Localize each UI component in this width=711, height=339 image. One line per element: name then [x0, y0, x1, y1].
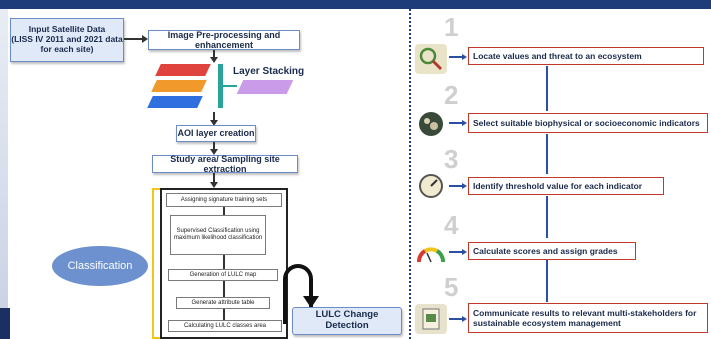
stacked-layer-result — [236, 80, 294, 94]
top-bar — [0, 0, 711, 9]
arrow-line — [213, 50, 215, 58]
layer-orange — [151, 80, 207, 92]
arrow-head — [462, 316, 467, 322]
arrow-head — [210, 120, 218, 126]
connector-4 — [546, 260, 548, 302]
item-box-4: Calculate scores and assign grades — [468, 242, 636, 260]
arrow-head — [210, 182, 218, 188]
arrow-head — [210, 57, 218, 63]
arrow-line — [213, 173, 215, 183]
step-attribute-table: Generate attribute table — [176, 297, 270, 309]
classification-bracket — [152, 188, 160, 339]
layer-blue — [147, 96, 203, 108]
preprocess-box: Image Pre-processing and enhancement — [148, 30, 300, 50]
curved-arrow — [283, 264, 313, 324]
item-box-3: Identify threshold value for each indica… — [468, 177, 664, 195]
item-box-1: Locate values and threat to an ecosystem — [468, 47, 704, 65]
step-number-2: 2 — [444, 80, 459, 110]
arrow-line — [213, 112, 215, 122]
arrow-head — [462, 54, 467, 60]
arrow-line — [223, 255, 225, 269]
document-icon — [415, 304, 447, 334]
arrow-head — [462, 183, 467, 189]
arrow-input-to-preprocess — [124, 38, 144, 40]
globe-icon — [415, 108, 447, 140]
item-box-5: Communicate results to relevant multi-st… — [468, 303, 708, 333]
step-calc-area: Calculating LULC classes area — [168, 320, 282, 332]
magnifier-icon — [415, 44, 447, 74]
step-number-5: 5 — [444, 272, 459, 302]
step-number-3: 3 — [444, 144, 459, 174]
item-arrow — [449, 56, 463, 58]
curved-arrow-head — [303, 296, 319, 308]
gauge-icon — [415, 170, 447, 202]
arrow-head — [462, 120, 467, 126]
layer-stack-graphic — [147, 60, 220, 118]
arrow-head — [462, 249, 467, 255]
step-number-1: 1 — [444, 12, 459, 42]
aoi-box: AOI layer creation — [176, 125, 256, 142]
item-box-2: Select suitable biophysical or socioecon… — [468, 113, 708, 133]
item-arrow — [449, 251, 463, 253]
connector-3 — [546, 196, 548, 238]
layer-red — [155, 64, 211, 76]
arrow-head — [210, 149, 218, 155]
item-arrow — [449, 185, 463, 187]
meter-icon — [415, 240, 447, 268]
step-number-4: 4 — [444, 210, 459, 240]
item-arrow — [449, 318, 463, 320]
step-supervised: Supervised Classification using maximum … — [170, 215, 266, 255]
connector-1 — [546, 66, 548, 111]
layer-stacking-label: Layer Stacking — [233, 66, 305, 77]
input-data-box: Input Satellite Data (LISS IV 2011 and 2… — [10, 18, 124, 62]
item-arrow — [449, 122, 463, 124]
step-signature: Assigning signature training sets — [166, 193, 282, 207]
corner-decoration — [0, 308, 10, 339]
classification-ellipse: Classification — [52, 246, 148, 286]
stack-arrow — [223, 85, 237, 87]
arrow-line — [213, 142, 215, 150]
arrow-line — [223, 207, 225, 215]
left-strip — [0, 9, 8, 339]
connector-2 — [546, 134, 548, 174]
arrow-line — [223, 281, 225, 297]
change-detection-box: LULC Change Detection — [292, 307, 402, 335]
study-area-box: Study area/ Sampling site extraction — [152, 154, 298, 174]
arrow-line — [223, 309, 225, 321]
arrow-head — [142, 35, 148, 43]
stack-bracket — [218, 64, 223, 108]
step-lulc-map: Generation of LULC map — [168, 269, 278, 281]
